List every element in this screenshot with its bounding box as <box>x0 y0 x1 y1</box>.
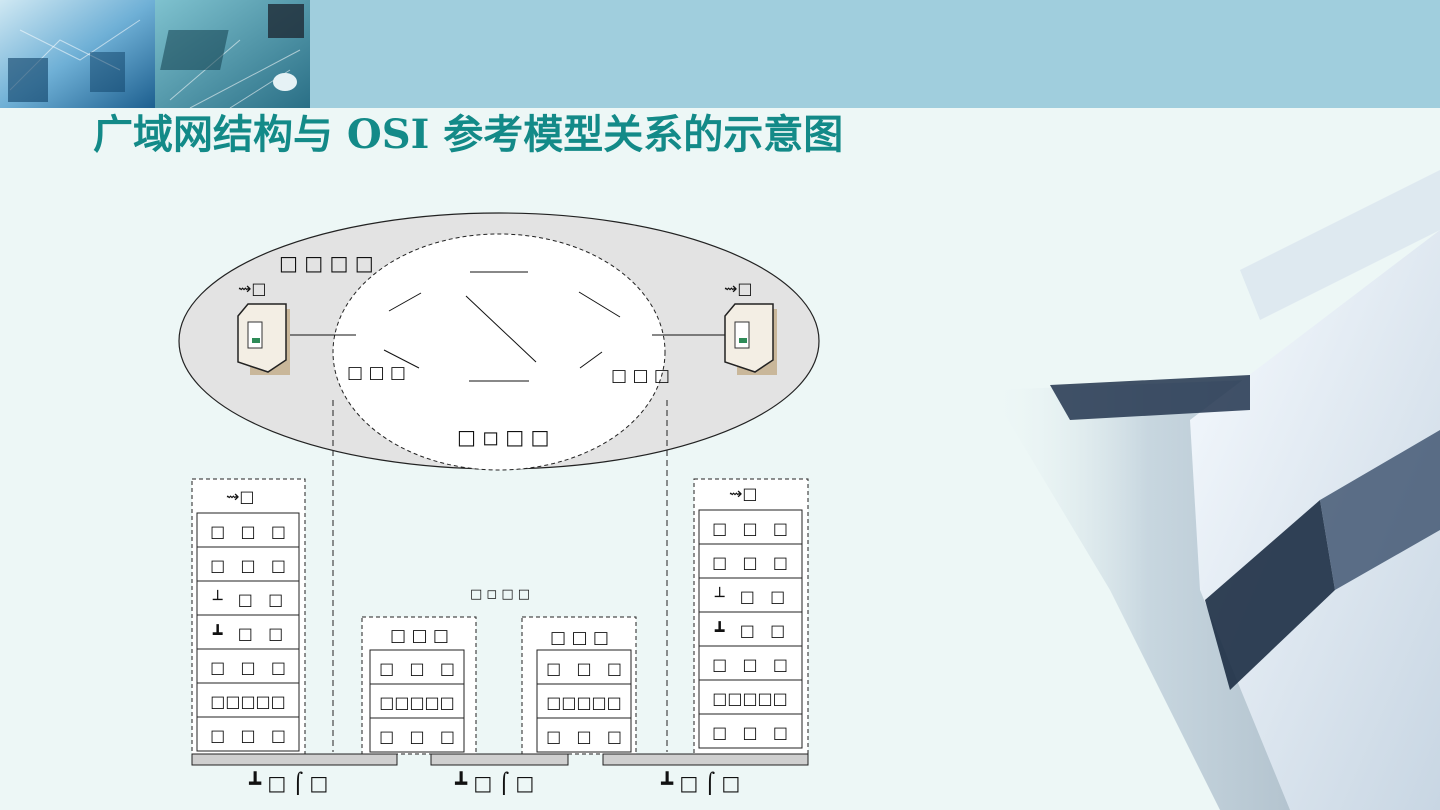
layer-label: □ □ □ <box>379 659 455 678</box>
layer-label: □ □ □ <box>712 519 788 538</box>
node-label-right: □ □ □ <box>550 628 609 648</box>
switch-label-right: □ □ □ <box>611 366 670 386</box>
middle-label: □ ◻ □ □ <box>470 587 530 602</box>
bottom-label-3: ┻ □ ⌠ □ <box>660 771 740 795</box>
outer-network-label: □ □ □ □ <box>279 251 374 275</box>
layer-label: ┴ □ □ <box>714 586 785 606</box>
slide-title: 广域网结构与 OSI 参考模型关系的示意图 <box>93 104 973 166</box>
host-label-left: ⇝□ <box>238 279 267 298</box>
host-stack-left: ⇝□ □ □ □ □ □ □ ┴ □ □ ┻ □ □ □ □ □ □□□□□ □… <box>192 479 305 754</box>
layer-label: □ □ □ <box>712 723 788 742</box>
switch-label-left: □ □ □ <box>347 363 406 383</box>
decorative-computer-image <box>990 170 1440 810</box>
layer-label: ┴ □ □ <box>212 589 283 609</box>
layer-label: □ □ □ <box>712 553 788 572</box>
layer-label: □ □ □ <box>210 658 286 677</box>
host-label-right: ⇝□ <box>724 279 753 298</box>
layer-label: □ □ □ <box>210 556 286 575</box>
layer-label: □ □ □ <box>210 522 286 541</box>
stack-label-right: ⇝□ <box>729 484 758 503</box>
host-stack-right: ⇝□ □ □ □ □ □ □ ┴ □ □ ┻ □ □ □ □ □ □□□□□ □… <box>694 479 808 754</box>
bottom-label-2: ┻ □ ⌠ □ <box>454 771 534 795</box>
layer-label: □□□□□ <box>712 689 788 708</box>
layer-label: □ □ □ <box>210 726 286 745</box>
host-computer-icon-right <box>725 304 777 375</box>
stack-label-left: ⇝□ <box>226 487 255 506</box>
layer-label: □ □ □ <box>546 659 622 678</box>
layer-label: □□□□□ <box>379 693 455 712</box>
layer-label: ┻ □ □ <box>714 621 785 640</box>
node-label-left: □ □ □ <box>390 626 449 646</box>
node-stack-right: □ □ □ □ □ □ □□□□□ □ □ □ <box>522 617 636 754</box>
physical-links <box>192 754 808 765</box>
wan-osi-diagram: □ □ □ □ □ ◻ □ □ ⇝□ ⇝□ □ □ □ □ □ □ □ ◻ □ … <box>170 205 830 805</box>
layer-label: □ □ □ <box>712 655 788 674</box>
layer-label: □□□□□ <box>546 693 622 712</box>
layer-label: □ □ □ <box>379 727 455 746</box>
header-photo-image <box>0 0 310 108</box>
bottom-label-1: ┻ □ ⌠ □ <box>248 771 328 795</box>
inner-network-label: □ ◻ □ □ <box>457 425 549 449</box>
layer-label: ┻ □ □ <box>212 624 283 643</box>
layer-label: □ □ □ <box>546 727 622 746</box>
host-stack-left-layers: □ □ □ □ □ □ ┴ □ □ ┻ □ □ □ □ □ □□□□□ □ □ … <box>197 513 299 751</box>
node-stack-left: □ □ □ □ □ □ □□□□□ □ □ □ <box>362 617 476 754</box>
layer-label: □□□□□ <box>210 692 286 711</box>
host-computer-icon-left <box>238 304 290 375</box>
